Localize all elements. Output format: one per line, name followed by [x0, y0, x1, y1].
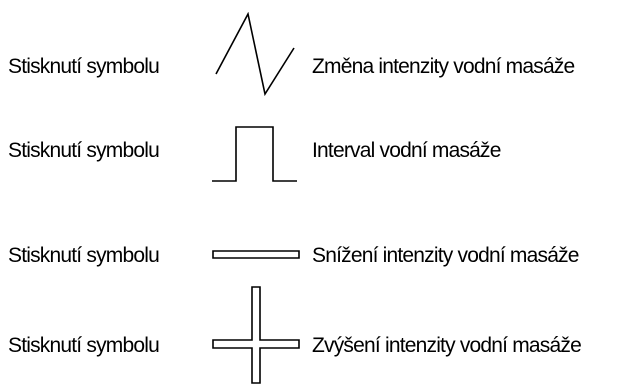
legend-row-intensity-change: Stisknutí symbolu Změna intenzity vodní … — [0, 12, 640, 92]
press-symbol-label: Stisknutí symbolu — [8, 334, 160, 357]
intensity-change-label: Změna intenzity vodní masáže — [312, 55, 575, 78]
press-symbol-label: Stisknutí symbolu — [8, 244, 160, 267]
press-symbol-label: Stisknutí symbolu — [8, 139, 160, 162]
square-pulse-icon[interactable] — [210, 123, 300, 185]
legend-row-intensity-increase: Stisknutí symbolu Zvýšení intenzity vodn… — [0, 285, 640, 365]
press-symbol-label: Stisknutí symbolu — [8, 55, 160, 78]
legend-row-interval: Stisknutí symbolu Interval vodní masáže — [0, 110, 640, 190]
cross-plus-icon[interactable] — [210, 285, 302, 385]
intensity-increase-label: Zvýšení intenzity vodní masáže — [312, 334, 582, 357]
intensity-decrease-label: Snížení intenzity vodní masáže — [312, 244, 579, 267]
legend-row-intensity-decrease: Stisknutí symbolu Snížení intenzity vodn… — [0, 205, 640, 285]
interval-label: Interval vodní masáže — [312, 139, 501, 162]
flat-bar-icon[interactable] — [210, 249, 302, 261]
zigzag-wave-icon[interactable] — [214, 12, 296, 100]
